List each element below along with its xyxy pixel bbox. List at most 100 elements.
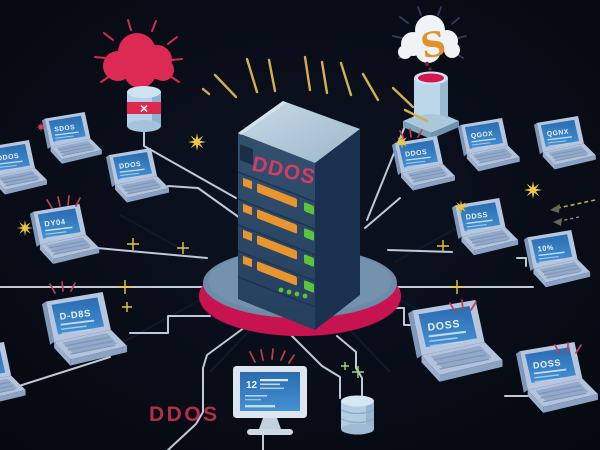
laptop-screen: 10% [537,243,565,263]
botnet-laptop: DDOS [106,148,169,203]
connection-lines [0,125,534,450]
botnet-laptop: DDOS [392,136,455,191]
laptop-screen-text: QGNX [546,128,569,138]
ray [201,87,211,96]
botnet-laptop: DOSS [516,342,598,413]
botnet-laptop: QGOX [458,118,520,172]
alert-spikes [46,128,582,364]
laptop-screen-text: D-D8S [59,308,92,323]
sparkle-cross-icon [127,238,139,250]
botnet-laptop: DY04 [30,204,100,264]
laptop-screen: DY04 [44,217,73,239]
botnet-laptop: SDOS [42,112,102,164]
laptop-screen-text: DY04 [44,217,67,229]
alert-spike [75,197,81,207]
botnet-laptop: DDSS [452,198,519,256]
attack-label: DDOS [149,403,220,426]
alert-spike [409,128,412,138]
block-x-symbol: ✕ [139,104,148,116]
botnet-laptop: 10% [524,230,591,288]
botnet-laptop: DOSS [408,300,503,382]
sparkle-cross-icon [437,240,449,252]
laptop-screen-text: SDOS [54,124,76,133]
laptop-screen-text: DOSS [427,318,461,334]
cloud-spikes [94,19,183,83]
sparkle-cross-icon [450,280,464,294]
starburst-icon [17,220,33,236]
sparkle-cross-icon [122,302,132,312]
laptop-screen: DOSS [532,357,567,383]
alert-spike [575,344,582,354]
laptop-screen: D-D8S [59,308,95,334]
starburst-icon [524,181,542,199]
botnet-laptop: QGNX [534,116,596,170]
alert-spike [271,348,274,360]
smoke-cloud-icon: S [392,6,467,71]
laptop-screen-text: DDOS [0,153,20,163]
laptop-screen-text: 10% [537,243,554,254]
vent-panel [240,144,253,166]
ray [303,55,312,92]
ray [267,58,277,93]
laptop-screen-text: DDOS [405,149,428,159]
alert-spike [470,301,477,311]
ray [339,61,353,97]
burst-rays [201,55,429,123]
bucket-icon [403,71,459,139]
alert-spike [288,354,295,364]
direction-arrows [550,199,596,226]
alert-spike [449,302,456,313]
database-icon [340,395,375,435]
starburst-icon [395,135,409,149]
sparkle-cross-icon [341,362,349,370]
starburst-icon [188,133,206,151]
alert-spike [461,299,464,311]
alert-spike [57,196,61,207]
laptop-screen: DDOS [0,153,23,172]
victim-monitor: 12 [233,366,307,435]
starburst-icon [454,200,468,214]
alert-spike [417,129,423,138]
alert-spike [249,351,256,363]
ray [361,72,380,102]
laptop-screen: DDOS [119,161,145,180]
arrow-icon [550,204,560,213]
alert-spike [46,199,53,209]
ray [391,86,415,109]
ray [245,57,259,94]
blocked-database-icon: ✕ [127,86,161,132]
sparkles [17,122,542,378]
laptop-screen: DDSS [465,210,493,231]
starburst-icon [36,122,46,132]
laptop-screen-text: DOSS [532,357,561,370]
alert-spike [280,350,286,361]
server-tower: DDOS [237,101,360,330]
alert-spike [70,282,76,292]
ray [320,60,329,95]
laptop-screen-text: DDOS [119,161,142,171]
alert-spike [61,281,64,292]
sparkle-cross-icon [177,242,189,254]
ray [403,108,429,123]
laptop-screen: DDOS [405,149,431,168]
monitor-screen-text: 12 [246,380,258,391]
laptop-screen: QGNX [546,128,572,147]
botnet-laptop: DDOS [0,140,47,195]
laptop-screen-text: QGOX [470,130,493,140]
alert-spike [49,283,56,294]
botnet-laptop: DDOS [0,342,26,402]
laptop-screen-text: DDSS [465,210,488,222]
ray [213,73,238,99]
malware-cloud-icon [94,19,183,88]
laptop-screen: SDOS [54,124,79,142]
laptop-screen: DOSS [427,318,467,347]
alert-spike [554,344,561,355]
botnet-laptop: D-D8S [42,292,128,366]
sparkle-cross-icon [352,366,364,378]
arrow-icon [553,218,562,226]
alert-spike [67,195,70,206]
sparkle-cross-icon [118,280,132,294]
